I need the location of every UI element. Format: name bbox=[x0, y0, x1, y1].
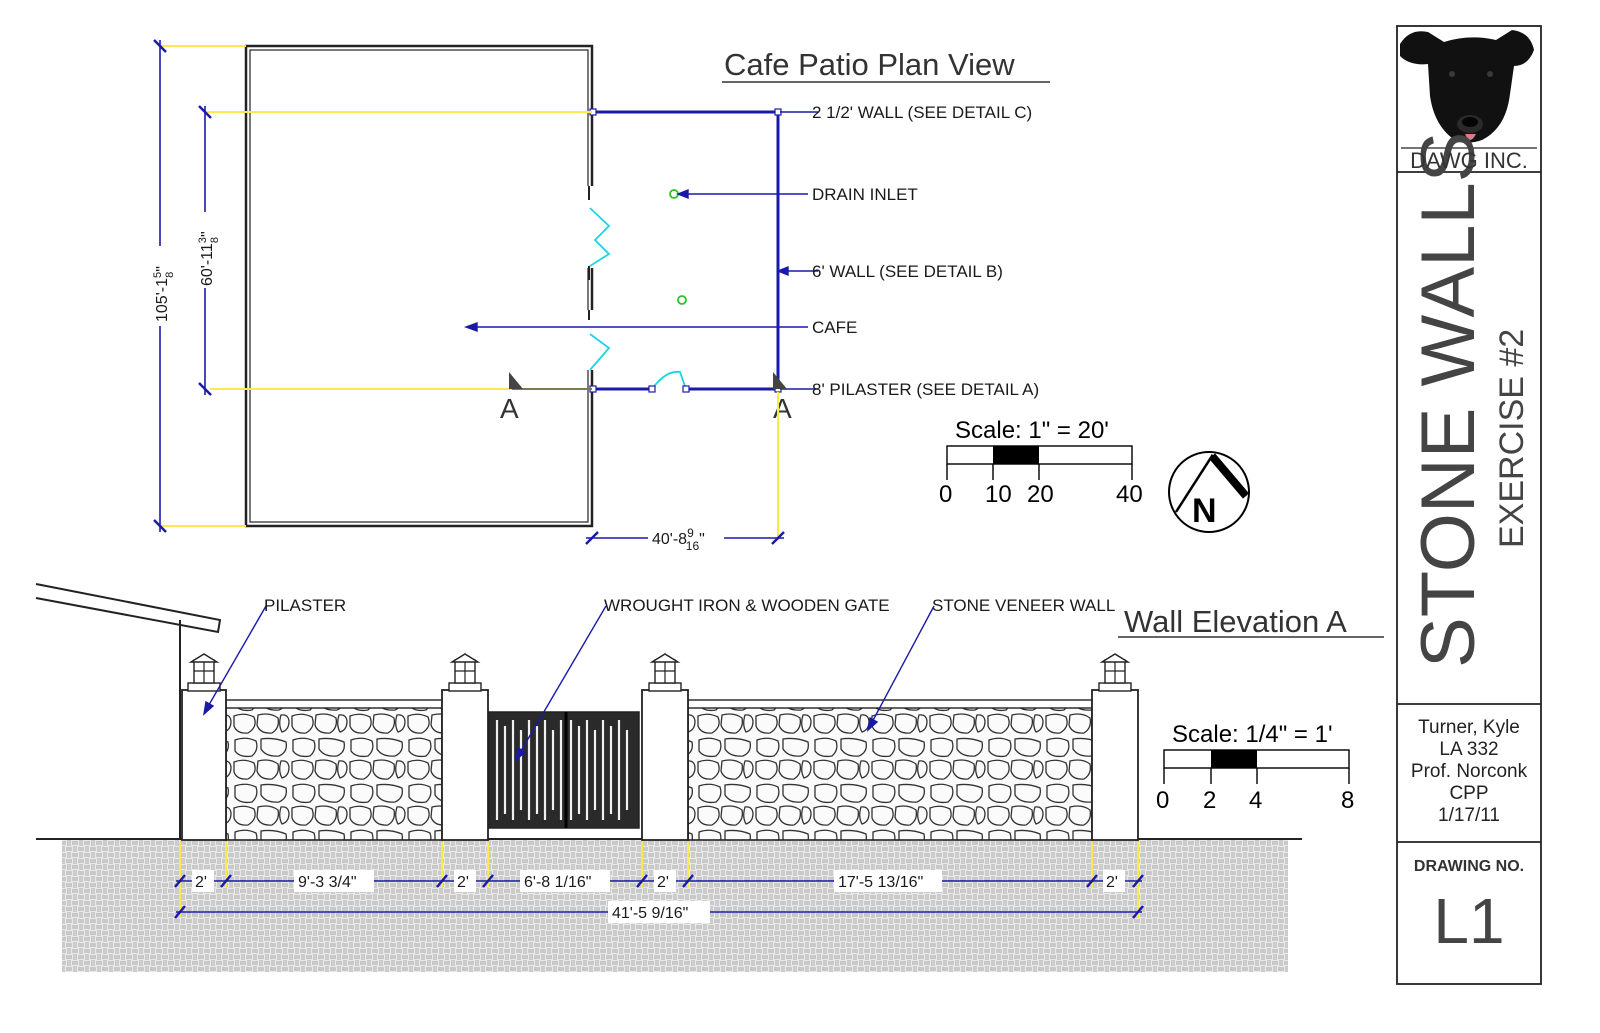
svg-text:Scale: 1" = 20': Scale: 1" = 20' bbox=[955, 417, 1109, 444]
svg-text:A: A bbox=[773, 393, 792, 424]
project-title: STONE WALLS bbox=[1406, 132, 1491, 668]
svg-text:N: N bbox=[1192, 492, 1217, 530]
course: LA 332 bbox=[1439, 739, 1499, 760]
stone-wall-segment-2 bbox=[687, 705, 1093, 841]
svg-text:2': 2' bbox=[457, 874, 469, 891]
section-mark-left: A bbox=[210, 372, 592, 424]
title-block: STONE WALLS EXERCISE #2 bbox=[1396, 25, 1542, 985]
company-name: DAWG INC. bbox=[1410, 148, 1528, 173]
svg-text:10: 10 bbox=[985, 481, 1012, 508]
north-arrow-icon: N bbox=[1168, 451, 1250, 533]
plan-view: 2 1/2' WALL (SEE DETAIL C) DRAIN INLET 6… bbox=[150, 39, 1250, 553]
wall-elevation: PILASTER WROUGHT IRON & WOODEN GATE STON… bbox=[35, 583, 1384, 972]
dim-overall-height: 105'-158" bbox=[150, 39, 176, 533]
date: 1/17/11 bbox=[1438, 805, 1500, 826]
pilaster bbox=[441, 653, 489, 841]
drawing-no-label: DRAWING NO. bbox=[1413, 858, 1525, 875]
pilaster bbox=[1091, 653, 1139, 841]
plan-scale-bar: Scale: 1" = 20' 0 10 20 40 bbox=[939, 417, 1143, 508]
professor: Prof. Norconk bbox=[1410, 761, 1528, 782]
pilaster bbox=[181, 653, 227, 841]
callout-cafe: CAFE bbox=[812, 318, 857, 337]
svg-text:2': 2' bbox=[195, 874, 207, 891]
svg-text:4: 4 bbox=[1249, 787, 1262, 814]
callout-pilaster: PILASTER bbox=[264, 596, 346, 615]
svg-text:105'-158": 105'-158" bbox=[152, 266, 176, 322]
callout-stone-wall: STONE VENEER WALL bbox=[932, 596, 1115, 615]
exercise-label: EXERCISE #2 bbox=[1493, 329, 1531, 548]
cafe-building-outline bbox=[244, 44, 594, 528]
svg-text:0: 0 bbox=[939, 481, 952, 508]
section-mark-right: A bbox=[773, 372, 792, 424]
svg-text:A: A bbox=[500, 393, 519, 424]
svg-text:8: 8 bbox=[1341, 787, 1354, 814]
svg-text:2': 2' bbox=[1106, 874, 1118, 891]
elevation-title: Wall Elevation A bbox=[1124, 604, 1347, 639]
elevation-scale-bar: Scale: 1/4" = 1' 0 2 4 8 bbox=[1156, 721, 1354, 814]
pilaster-marker bbox=[682, 385, 690, 393]
svg-text:41'-5 9/16": 41'-5 9/16" bbox=[612, 905, 688, 922]
svg-text:2: 2 bbox=[1203, 787, 1216, 814]
svg-text:6'-8 1/16": 6'-8 1/16" bbox=[524, 874, 591, 891]
svg-text:40: 40 bbox=[1116, 481, 1143, 508]
callout-pilaster-a: 8' PILASTER (SEE DETAIL A) bbox=[812, 380, 1039, 399]
school: CPP bbox=[1449, 783, 1489, 804]
pilaster-marker bbox=[648, 385, 656, 393]
callout-gate: WROUGHT IRON & WOODEN GATE bbox=[604, 596, 890, 615]
wrought-iron-gate bbox=[488, 711, 640, 829]
cafe-building-inner-outline bbox=[249, 49, 589, 523]
door-swing-1 bbox=[589, 207, 611, 267]
svg-text:17'-5 13/16": 17'-5 13/16" bbox=[838, 874, 923, 891]
cafe-door-opening-1 bbox=[586, 186, 598, 268]
gate-swing bbox=[651, 370, 687, 390]
svg-text:20: 20 bbox=[1027, 481, 1054, 508]
svg-text:2': 2' bbox=[657, 874, 669, 891]
drawing-number: L1 bbox=[1433, 885, 1505, 957]
svg-text:60'-1138": 60'-1138" bbox=[197, 231, 221, 286]
door-swing-2 bbox=[589, 333, 611, 371]
svg-text:9'-3 3/4": 9'-3 3/4" bbox=[298, 874, 357, 891]
svg-text:0: 0 bbox=[1156, 787, 1169, 814]
elevation-dimensions: 2' 9'-3 3/4" 2' 6'-8 1/16" 2' 17'-5 13/1… bbox=[174, 842, 1144, 923]
callout-wall-c: 2 1/2' WALL (SEE DETAIL C) bbox=[812, 103, 1032, 122]
stone-wall-segment-1 bbox=[225, 705, 443, 841]
dim-inner-height: 60'-1138" bbox=[195, 105, 221, 396]
student-name: Turner, Kyle bbox=[1418, 717, 1520, 738]
student-info: Turner, Kyle LA 332 Prof. Norconk CPP 1/… bbox=[1394, 717, 1544, 827]
pilaster bbox=[641, 653, 689, 841]
cafe-roof bbox=[35, 583, 222, 634]
callout-drain-inlet: DRAIN INLET bbox=[812, 185, 918, 204]
svg-text:Scale: 1/4" = 1': Scale: 1/4" = 1' bbox=[1172, 721, 1333, 748]
cafe-door-opening-2 bbox=[586, 310, 598, 370]
callout-wall-b: 6' WALL (SEE DETAIL B) bbox=[812, 262, 1003, 281]
plan-title: Cafe Patio Plan View bbox=[724, 47, 1015, 82]
drain-inlet-icon bbox=[677, 295, 687, 305]
dog-logo-icon bbox=[1400, 30, 1534, 143]
